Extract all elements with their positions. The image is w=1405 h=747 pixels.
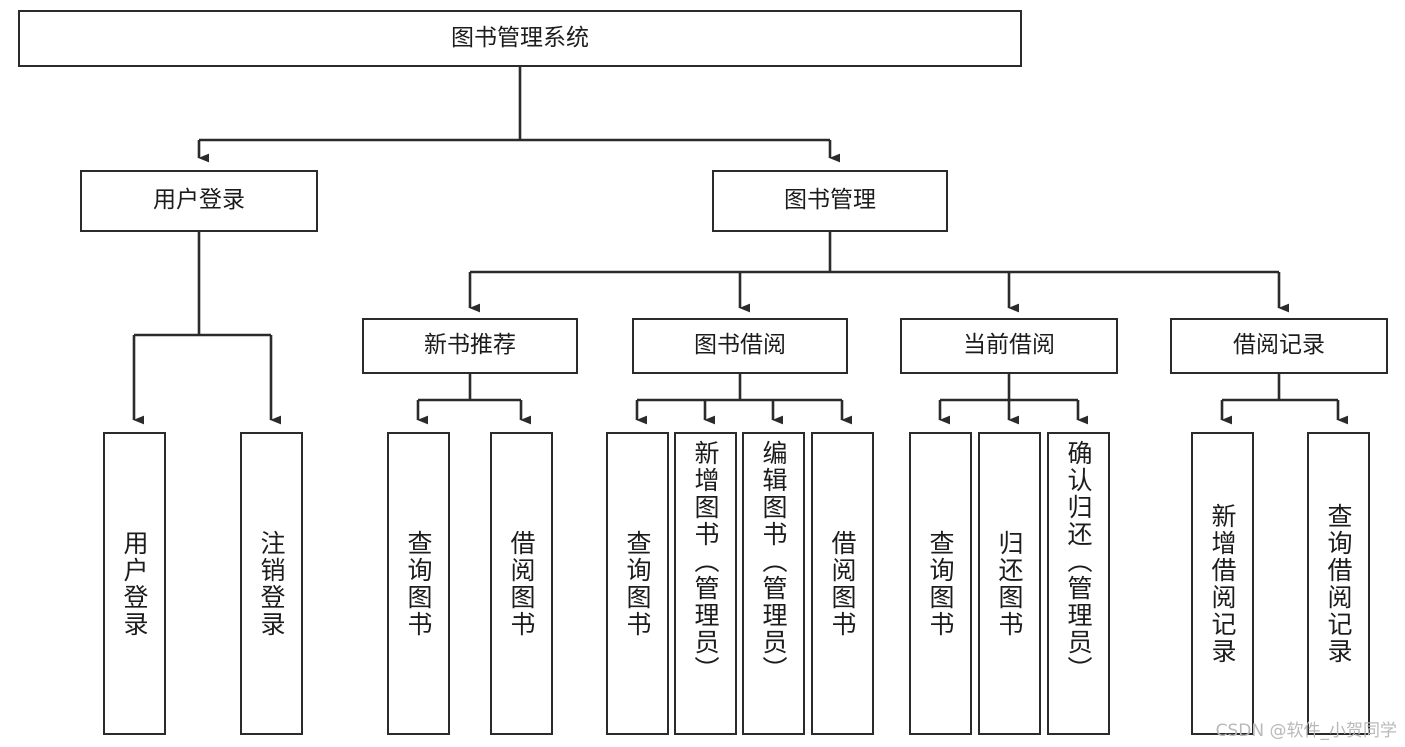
node-new-book-rec[interactable]: 新书推荐 [362, 318, 578, 374]
node-leaf-borrow-book-2-label: 借阅图书 [828, 529, 857, 638]
node-leaf-query-book-3-label: 查询图书 [926, 529, 955, 638]
node-leaf-add-record[interactable]: 新增借阅记录 [1191, 432, 1254, 735]
node-new-book-rec-label: 新书推荐 [424, 332, 516, 359]
node-leaf-logout-label: 注销登录 [257, 529, 286, 638]
node-leaf-query-book-2-label: 查询图书 [623, 529, 652, 638]
node-leaf-confirm-return-admin-label: 确认归还（管理员） [1064, 440, 1093, 683]
watermark: CSDN @软件_小贺同学 [1215, 721, 1397, 741]
node-user-login-label: 用户登录 [153, 187, 245, 214]
node-leaf-logout[interactable]: 注销登录 [240, 432, 303, 735]
node-root-label: 图书管理系统 [451, 24, 589, 51]
node-book-manage[interactable]: 图书管理 [712, 170, 948, 232]
node-leaf-query-book-2[interactable]: 查询图书 [606, 432, 669, 735]
node-leaf-query-record[interactable]: 查询借阅记录 [1307, 432, 1370, 735]
node-leaf-return-book-label: 归还图书 [995, 529, 1024, 638]
node-leaf-borrow-book-2[interactable]: 借阅图书 [811, 432, 874, 735]
node-leaf-edit-book-admin-label: 编辑图书（管理员） [759, 440, 788, 683]
node-leaf-edit-book-admin[interactable]: 编辑图书（管理员） [742, 432, 805, 735]
node-leaf-add-book-admin[interactable]: 新增图书（管理员） [674, 432, 737, 735]
node-book-borrow-label: 图书借阅 [694, 332, 786, 359]
node-leaf-query-book-1-label: 查询图书 [404, 529, 433, 638]
node-leaf-add-record-label: 新增借阅记录 [1208, 502, 1237, 665]
node-leaf-return-book[interactable]: 归还图书 [978, 432, 1041, 735]
node-leaf-query-book-1[interactable]: 查询图书 [387, 432, 450, 735]
node-user-login[interactable]: 用户登录 [80, 170, 318, 232]
node-leaf-user-login-label: 用户登录 [120, 529, 149, 638]
node-current-borrow[interactable]: 当前借阅 [900, 318, 1118, 374]
node-borrow-record[interactable]: 借阅记录 [1170, 318, 1388, 374]
node-book-borrow[interactable]: 图书借阅 [632, 318, 848, 374]
node-borrow-record-label: 借阅记录 [1233, 332, 1325, 359]
node-root[interactable]: 图书管理系统 [18, 10, 1022, 67]
node-leaf-borrow-book-1[interactable]: 借阅图书 [490, 432, 553, 735]
node-leaf-confirm-return-admin[interactable]: 确认归还（管理员） [1047, 432, 1110, 735]
node-leaf-add-book-admin-label: 新增图书（管理员） [691, 440, 720, 683]
node-leaf-user-login[interactable]: 用户登录 [103, 432, 166, 735]
node-leaf-query-record-label: 查询借阅记录 [1324, 502, 1353, 665]
node-book-manage-label: 图书管理 [784, 187, 876, 214]
node-current-borrow-label: 当前借阅 [963, 332, 1055, 359]
node-leaf-query-book-3[interactable]: 查询图书 [909, 432, 972, 735]
node-leaf-borrow-book-1-label: 借阅图书 [507, 529, 536, 638]
